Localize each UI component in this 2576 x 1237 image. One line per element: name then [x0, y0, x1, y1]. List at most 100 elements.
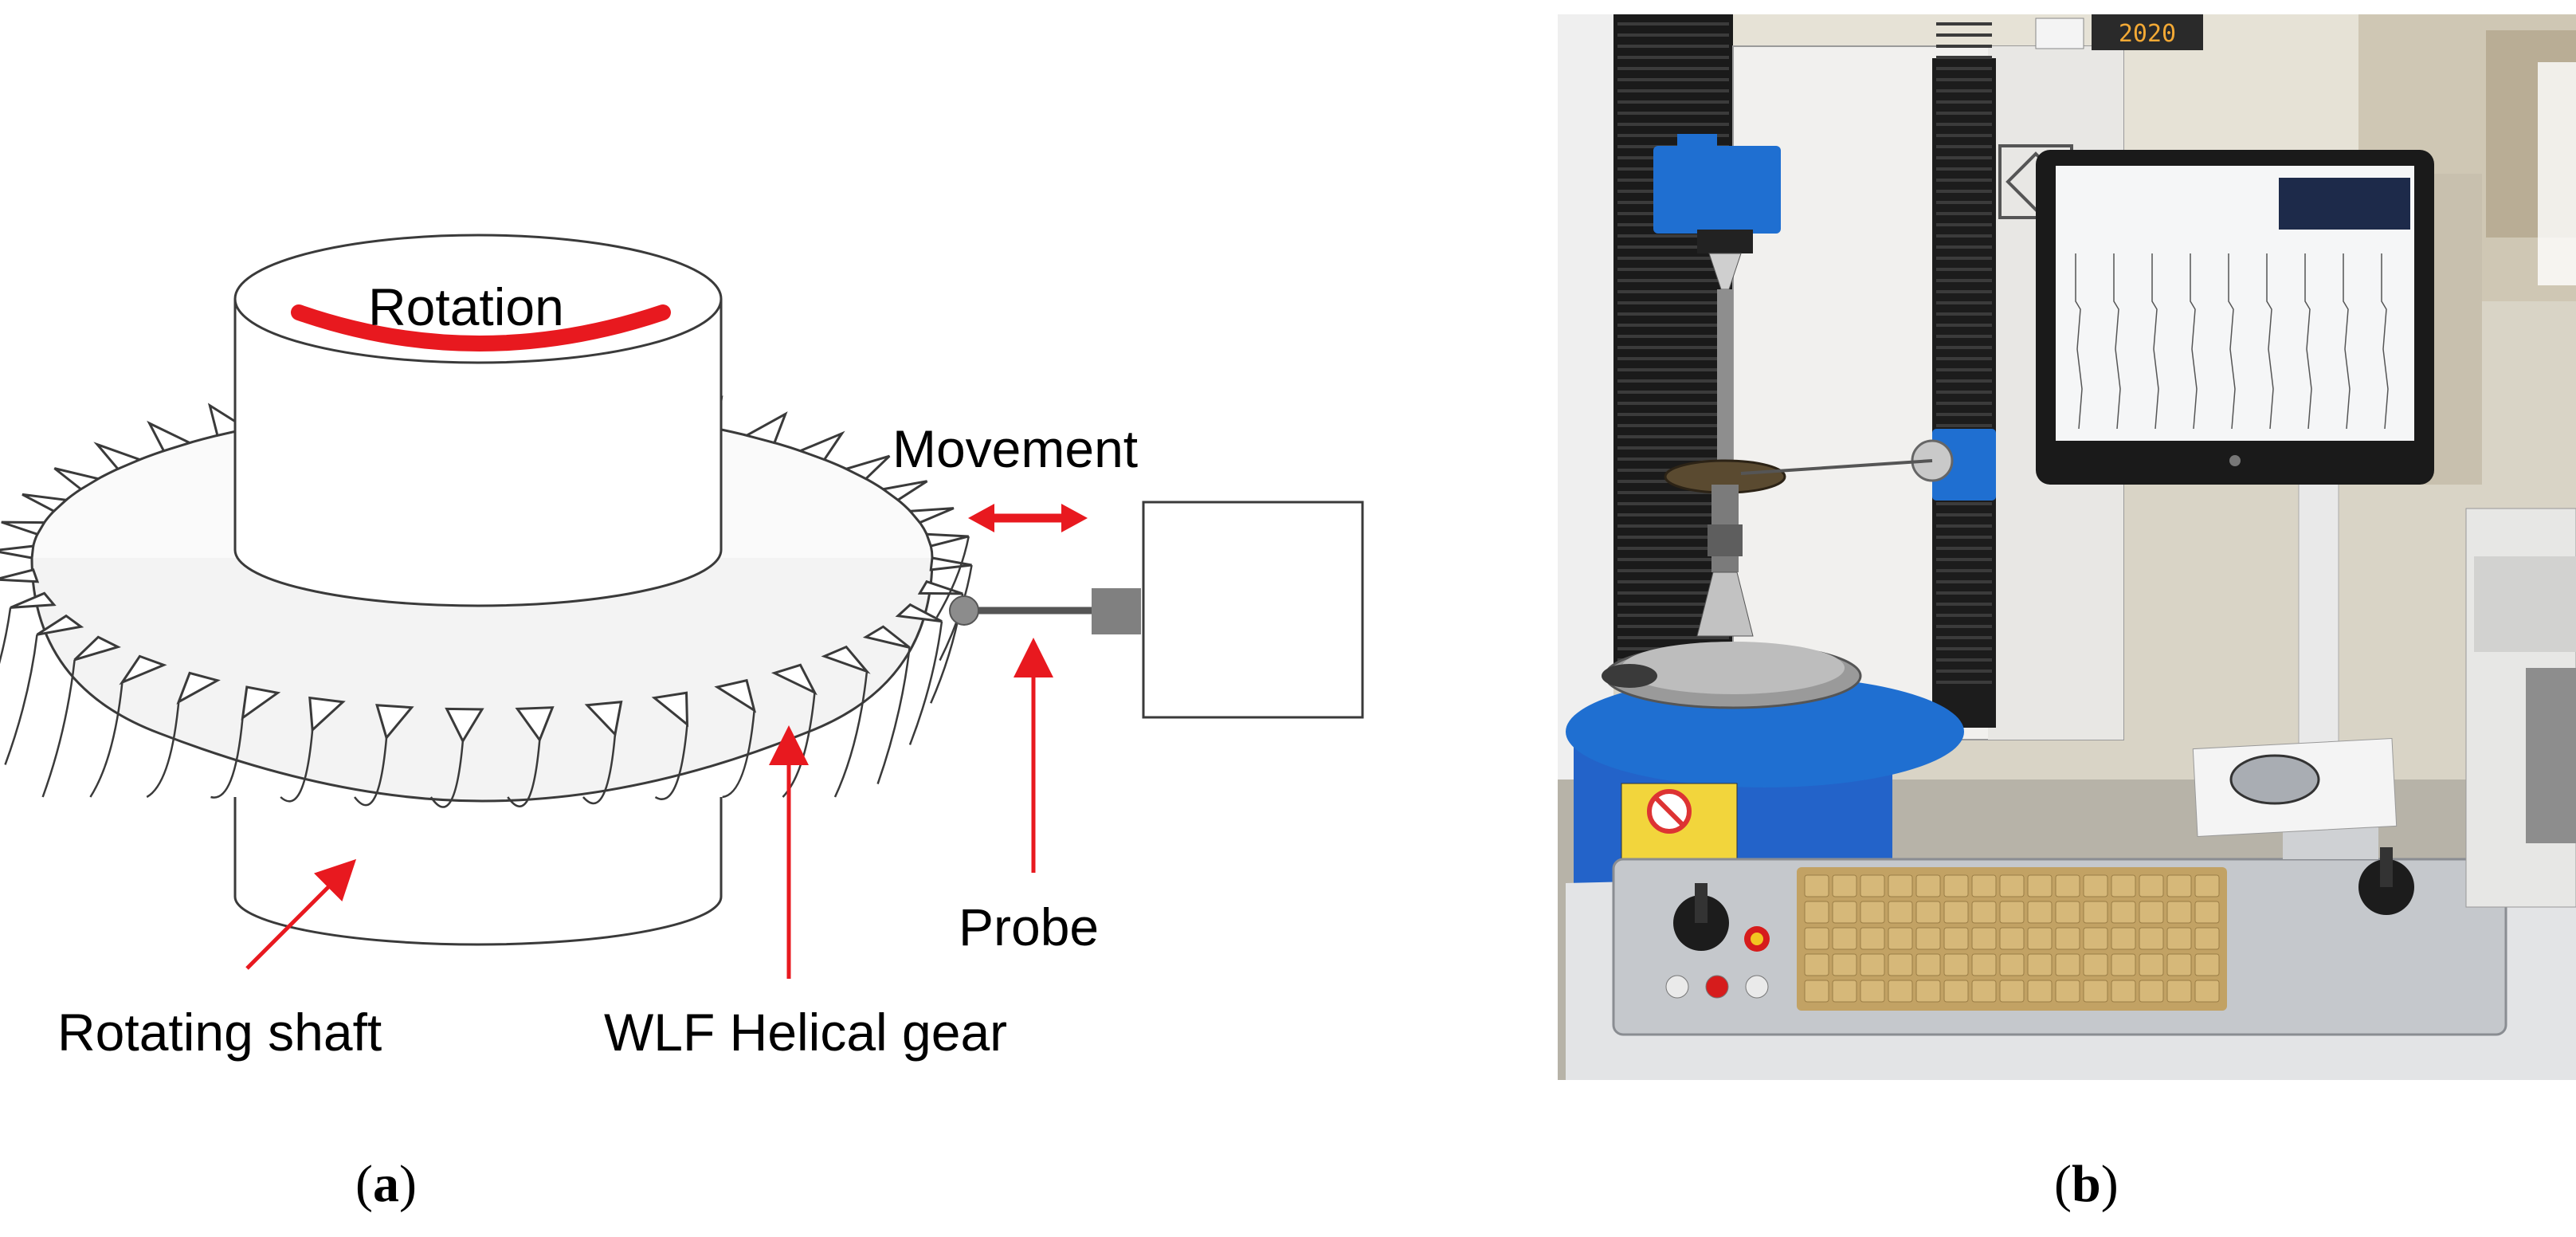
vent-stripe: [1617, 301, 1729, 304]
keyboard-key: [1971, 953, 1997, 976]
vent-stripe: [1936, 335, 1992, 338]
vent-stripe: [1617, 33, 1729, 37]
keyboard-key: [2194, 927, 2220, 950]
vent-stripe: [1936, 580, 1992, 583]
keyboard-key: [1971, 874, 1997, 897]
helix-line: [354, 737, 388, 807]
caption-b: (b): [2054, 1155, 2119, 1213]
keyboard-key: [1971, 927, 1997, 950]
keyboard-key: [2027, 980, 2053, 1003]
vent-stripe: [1936, 67, 1992, 70]
keyboard-key: [1832, 901, 1857, 924]
keyboard-key: [1804, 901, 1829, 924]
vent-stripe: [1617, 513, 1729, 516]
vent-stripe: [1617, 245, 1729, 249]
vent-stripe: [1936, 346, 1992, 349]
gear-tooth: [743, 411, 788, 445]
vent-stripe: [1936, 145, 1992, 148]
vent-stripe: [1936, 245, 1992, 249]
keyboard-key: [2111, 927, 2136, 950]
keyboard-key: [2139, 953, 2164, 976]
keyboard-key: [1943, 927, 1969, 950]
vent-stripe: [1936, 547, 1992, 550]
vent-stripe: [1936, 647, 1992, 650]
screen-trace: [2381, 253, 2389, 430]
keyboard-key: [1888, 874, 1913, 897]
keyboard-key: [2055, 874, 2080, 897]
vent-stripe: [1936, 681, 1992, 684]
rotation-arrow: [291, 304, 671, 351]
control-console: [1566, 847, 2576, 1080]
keyboard-key: [1804, 953, 1829, 976]
keyboard-key: [2194, 980, 2220, 1003]
keyboard-key: [1915, 901, 1941, 924]
gear-tooth: [895, 603, 943, 623]
vent-stripe: [1936, 167, 1992, 171]
gear-tooth: [93, 442, 143, 471]
gear-tooth: [36, 614, 84, 636]
keyboard-key: [1832, 874, 1857, 897]
keyboard-key: [1915, 953, 1941, 976]
keyboard-key: [2139, 874, 2164, 897]
keyboard-key: [1888, 927, 1913, 950]
vent-stripe: [1936, 524, 1992, 528]
vent-stripe: [1617, 335, 1729, 338]
movement-arrow: [968, 504, 1088, 532]
keyboard-key: [2111, 953, 2136, 976]
helix-line: [722, 710, 755, 799]
vent-stripe: [1936, 100, 1992, 104]
screen-trace: [2266, 253, 2274, 430]
keyboard-key: [1971, 901, 1997, 924]
keyboard-key: [2027, 901, 2053, 924]
keyboard-key: [1888, 980, 1913, 1003]
gear-tooth: [862, 625, 911, 649]
keyboard-key: [2027, 953, 2053, 976]
vent-stripe: [1936, 591, 1992, 595]
vent-stripe: [1936, 179, 1992, 182]
gear-tooth: [797, 430, 845, 461]
helix-line: [908, 621, 943, 745]
vent-stripe: [1617, 391, 1729, 394]
gear-tooth: [0, 544, 35, 560]
gear-tooth: [308, 696, 346, 732]
gear-tooth: [584, 701, 623, 737]
vent-stripe: [1617, 324, 1729, 327]
shaft-pointer: [245, 858, 357, 970]
keyboard-key: [1915, 874, 1941, 897]
vent-stripe: [1936, 234, 1992, 238]
schematic-drawing: [0, 234, 1364, 979]
computer-mouse: [2229, 754, 2320, 805]
vent-stripe: [1936, 670, 1992, 673]
gear-tooth: [714, 678, 757, 713]
vent-stripe: [1936, 379, 1992, 383]
vent-stripe: [1617, 268, 1729, 271]
keyboard-key: [2166, 901, 2192, 924]
vent-stripe: [1617, 402, 1729, 405]
vent-stripe: [1936, 223, 1992, 226]
vent-stripe: [1936, 413, 1992, 416]
screen-trace: [2113, 253, 2121, 430]
keyboard-key: [1860, 953, 1885, 976]
rotating-shaft-label: Rotating shaft: [57, 1003, 382, 1062]
screen-trace: [2228, 253, 2236, 430]
keyboard-key: [1804, 927, 1829, 950]
gear-tooth: [821, 645, 871, 674]
helix-line: [876, 647, 911, 784]
keyboard-key: [2139, 901, 2164, 924]
keyboard-key: [1832, 980, 1857, 1003]
keyboard-key: [2055, 980, 2080, 1003]
keyboard-key: [2111, 901, 2136, 924]
screen-trace: [2190, 253, 2198, 430]
monitor: [2036, 150, 2434, 859]
counter-value: 2020: [2119, 20, 2176, 48]
helix-line: [429, 740, 465, 808]
vent-stripe: [1936, 625, 1992, 628]
helix-line: [0, 607, 12, 665]
keyboard-key: [1804, 980, 1829, 1003]
vent-stripe: [1936, 658, 1992, 662]
keyboard-key: [2194, 874, 2220, 897]
vent-stripe: [1936, 134, 1992, 137]
helix-line: [935, 536, 970, 618]
vent-stripe: [1617, 78, 1729, 81]
vent-stripe: [1617, 591, 1729, 595]
